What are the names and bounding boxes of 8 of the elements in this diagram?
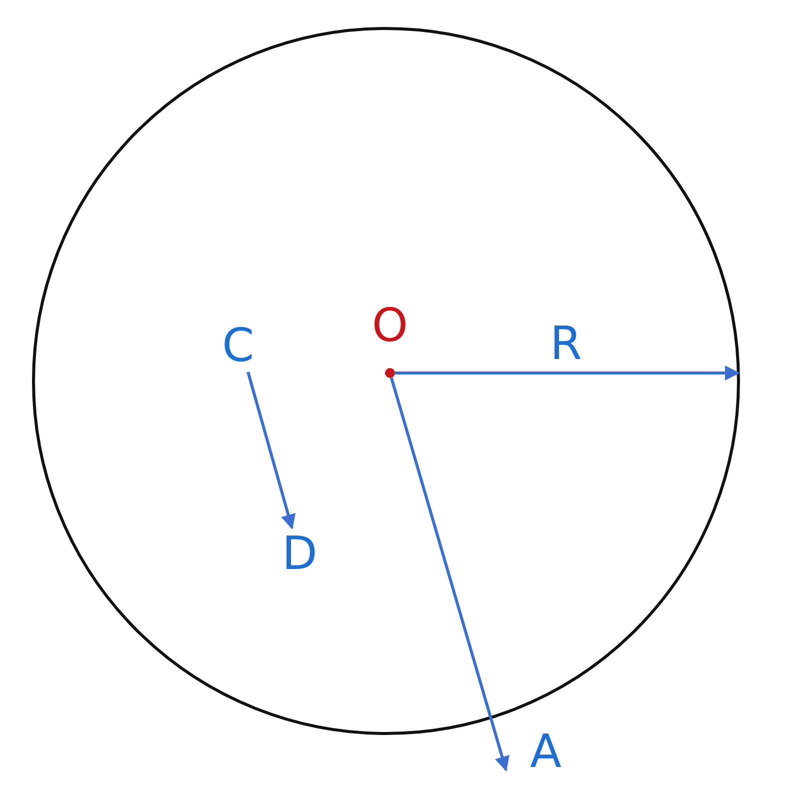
arrow: [246, 372, 296, 530]
point-label: O: [372, 300, 408, 350]
arrow: [395, 366, 740, 380]
point-label: A: [530, 726, 562, 776]
point-label: C: [222, 320, 254, 370]
arrow: [390, 377, 510, 772]
point-label: D: [282, 528, 318, 578]
edge-label: R: [550, 318, 582, 368]
